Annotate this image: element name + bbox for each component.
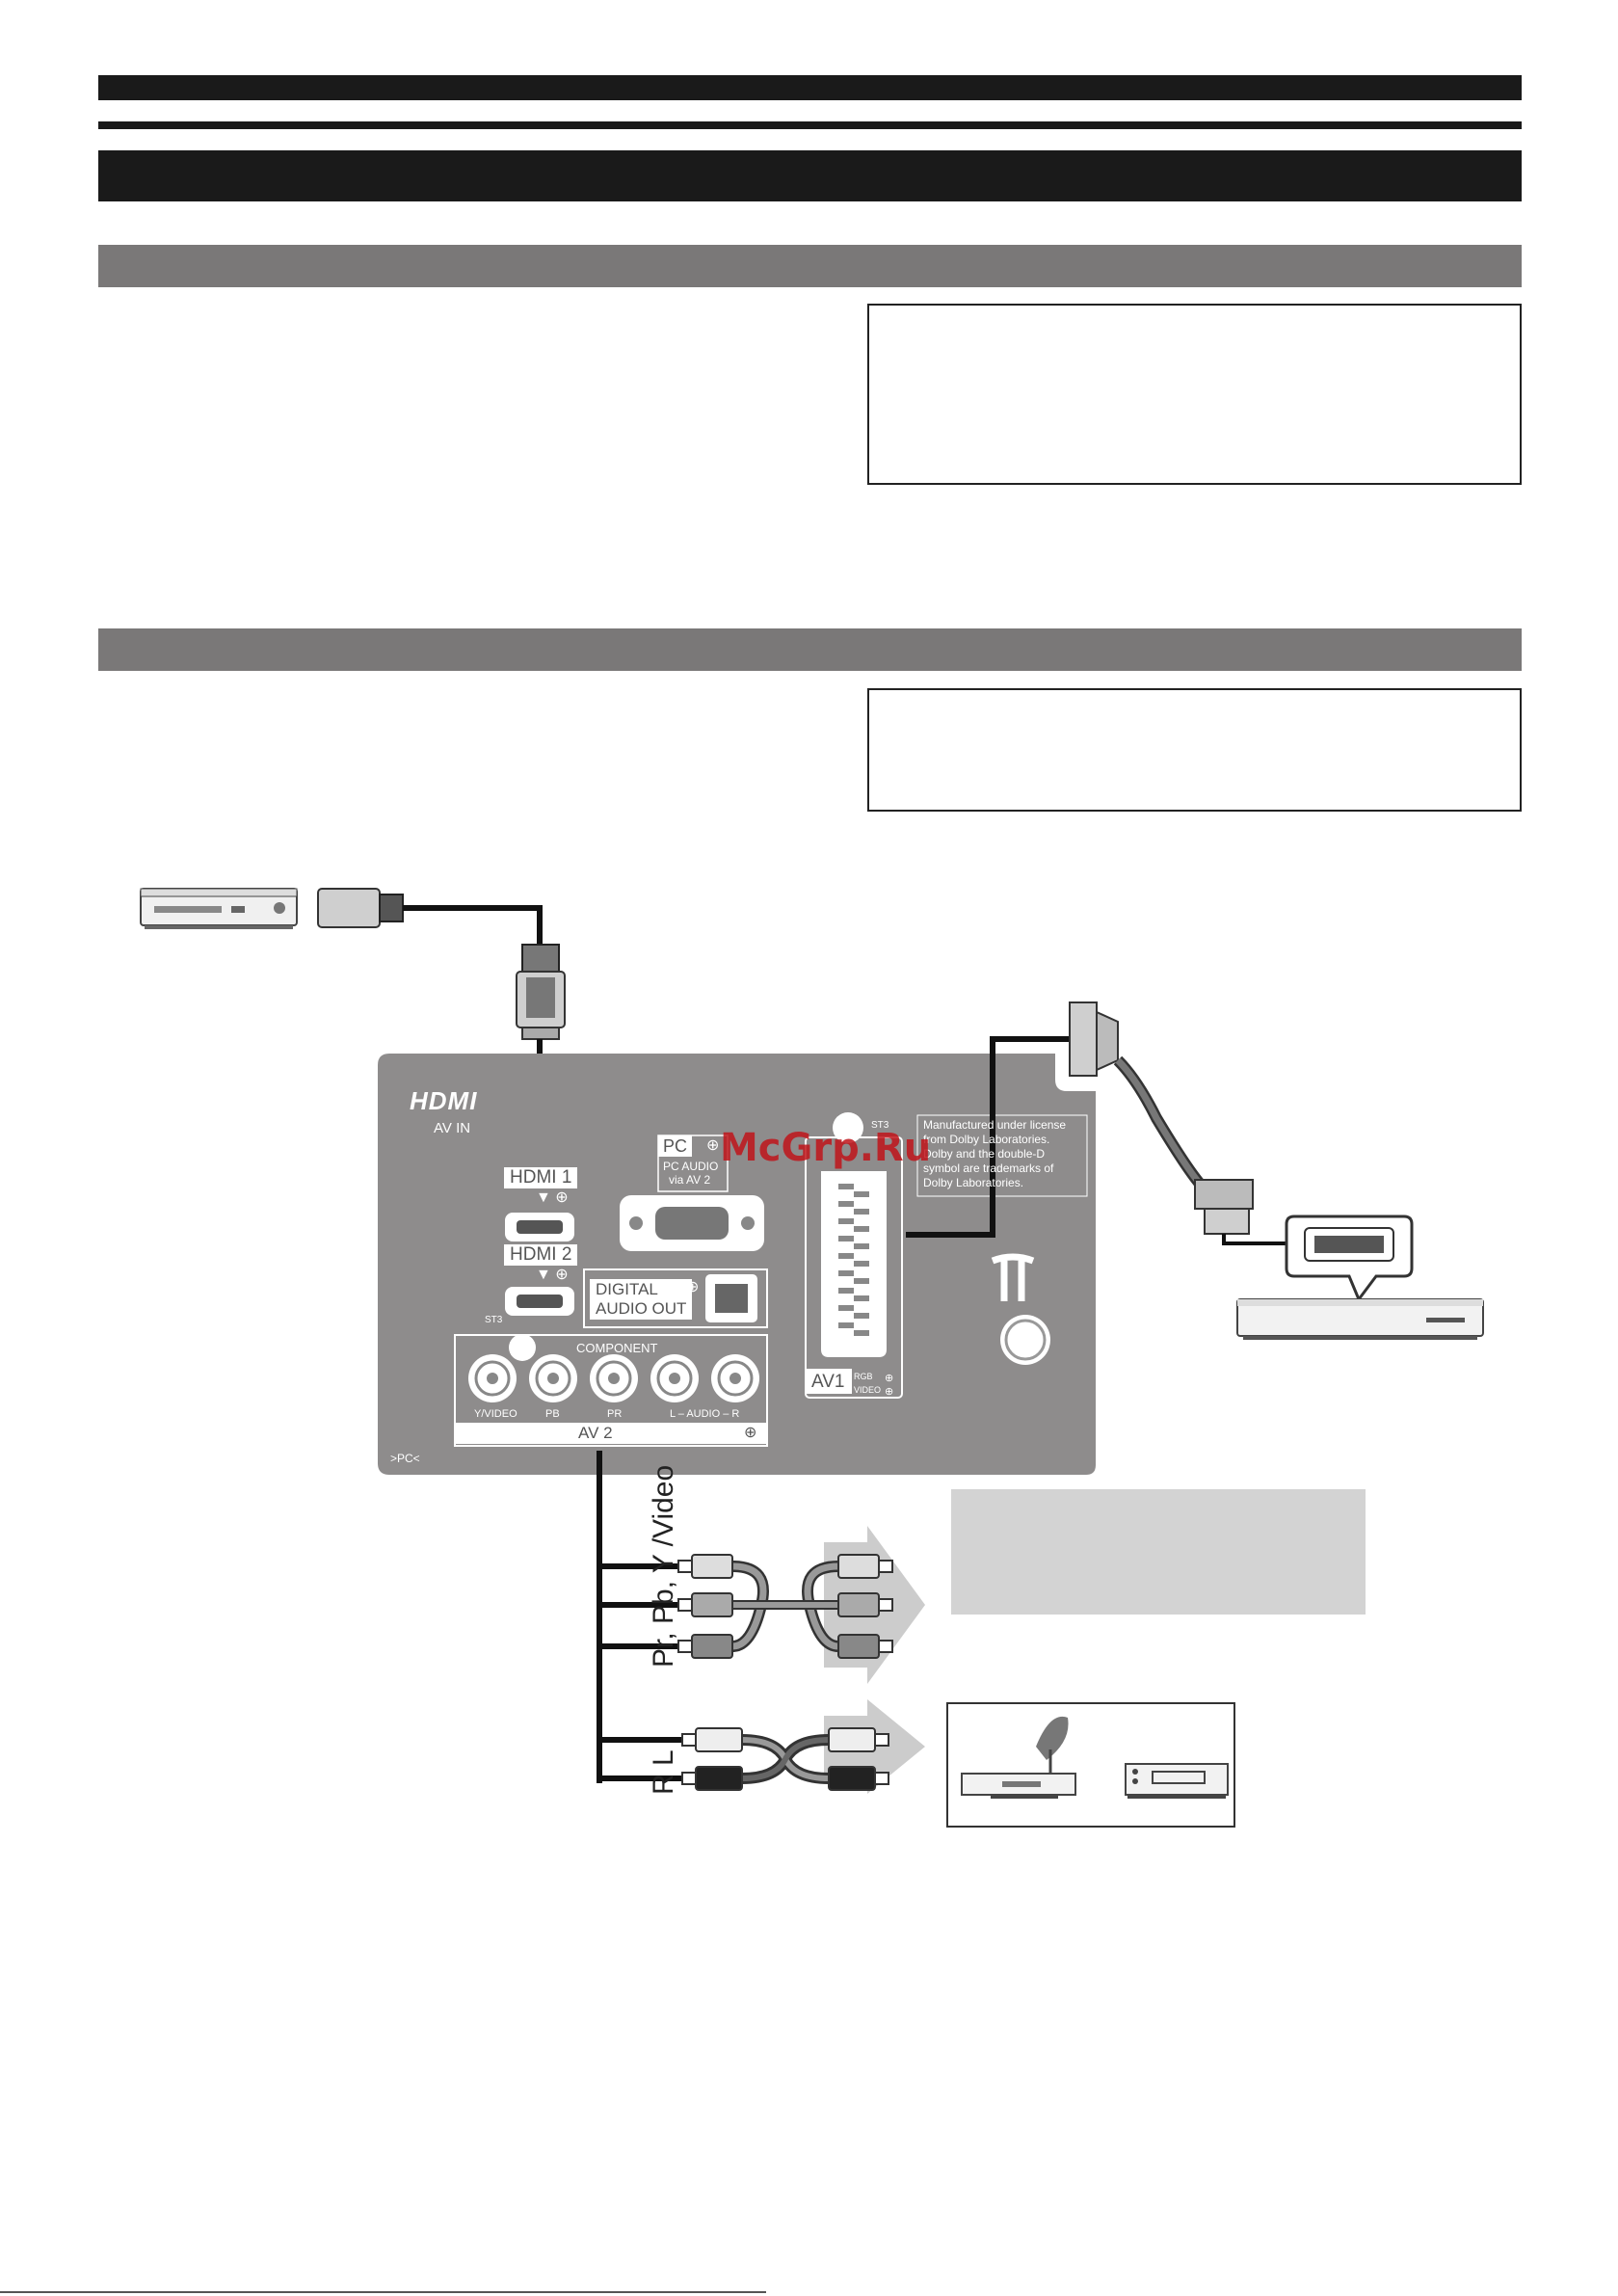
st3-label-hdmi: ST3 — [485, 1315, 503, 1325]
jack-y-video[interactable] — [468, 1354, 517, 1402]
jack-audio-l[interactable] — [650, 1354, 699, 1402]
component-cable-label: Pr, Pb, Y /Video — [648, 1464, 679, 1668]
pc-vga-port[interactable] — [620, 1195, 764, 1251]
hdmi1-input-icon: ▼ ⊕ — [536, 1189, 569, 1206]
dolby-notice: Manufactured under license from Dolby La… — [923, 1118, 1066, 1190]
digital-audio-icon: ⊕ — [686, 1279, 700, 1295]
jack-pb[interactable] — [529, 1354, 577, 1402]
av1-video-label: VIDEO — [854, 1385, 882, 1395]
av-in-label: AV IN — [434, 1120, 471, 1136]
jack-audio-r[interactable] — [711, 1354, 759, 1402]
watermark: McGrp.Ru — [720, 1126, 932, 1170]
dolby-line-1: Manufactured under license — [923, 1118, 1067, 1132]
digital-audio-label: DIGITAL AUDIO OUT — [590, 1279, 693, 1320]
hdmi-logo: HDMI — [410, 1086, 478, 1115]
section-bar-2 — [98, 628, 1522, 671]
dolby-line-3: Dolby and the double-D — [923, 1147, 1046, 1161]
antenna-port[interactable] — [1000, 1315, 1050, 1365]
jack-label-audio: L – AUDIO – R — [670, 1408, 740, 1420]
note-box-1 — [867, 304, 1522, 485]
hdmi1-label: HDMI 1 — [504, 1167, 578, 1188]
page-title-bar — [98, 150, 1522, 201]
scart-cable-icon — [906, 1001, 1291, 1245]
jack-pr[interactable] — [590, 1354, 638, 1402]
tv-rear-panel — [378, 1054, 1096, 1475]
av2-input-icon: ⊕ — [744, 1425, 757, 1441]
av2-label: AV 2 — [578, 1424, 613, 1442]
av1-output-icon: ⊕ — [885, 1386, 894, 1398]
pc-label: PC — [658, 1135, 693, 1157]
pc-mark-label: >PC< — [390, 1452, 420, 1465]
jack-label-y-video: Y/VIDEO — [474, 1408, 517, 1420]
pc-audio-label-1: PC AUDIO — [663, 1160, 719, 1173]
av1-input-icon: ⊕ — [885, 1373, 894, 1384]
audio-cable-icon — [681, 1727, 889, 1791]
jack-label-pb: PB — [545, 1408, 560, 1420]
jack-label-pr: PR — [607, 1408, 623, 1420]
component-cable-icon — [677, 1554, 893, 1659]
dolby-line-2: from Dolby Laboratories. — [923, 1133, 1050, 1146]
digital-audio-line-2: AUDIO OUT — [596, 1299, 687, 1318]
hdmi1-port[interactable] — [505, 1213, 574, 1241]
digital-audio-line-1: DIGITAL — [596, 1280, 658, 1298]
digital-audio-port[interactable] — [705, 1274, 757, 1322]
audio-cable-label: R L — [648, 1749, 679, 1795]
component-label: COMPONENT — [576, 1341, 658, 1355]
header-bar-top — [98, 75, 1522, 100]
hdmi2-label: HDMI 2 — [504, 1244, 578, 1266]
header-rule — [98, 121, 1522, 129]
dvd-player-icon — [140, 888, 298, 929]
dolby-line-5: Dolby Laboratories. — [923, 1176, 1024, 1189]
pc-input-icon: ⊕ — [706, 1137, 720, 1154]
pc-audio-label-2: via AV 2 — [669, 1173, 711, 1187]
hdmi2-port[interactable] — [505, 1287, 574, 1316]
recorder-icon — [1236, 1215, 1484, 1340]
dolby-line-4: symbol are trademarks of — [923, 1161, 1054, 1175]
av2-cable-tree — [597, 1451, 686, 1783]
st3-label-av1: ST3 — [871, 1120, 889, 1131]
av1-label: AV1 — [811, 1372, 845, 1392]
hdmi2-input-icon: ▼ ⊕ — [536, 1267, 569, 1283]
note-box-2 — [867, 688, 1522, 812]
av1-rgb-label: RGB — [854, 1372, 873, 1381]
source-devices-icon — [946, 1702, 1235, 1828]
scart-av1-port[interactable] — [821, 1171, 887, 1357]
section-bar-1 — [98, 245, 1522, 287]
